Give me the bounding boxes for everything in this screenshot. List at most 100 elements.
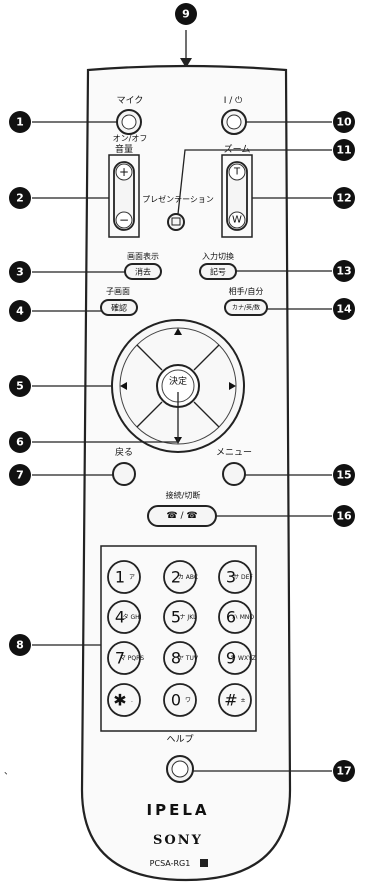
keypad-key-11[interactable] xyxy=(163,683,197,717)
volume-up-button[interactable] xyxy=(115,163,133,181)
callout-badge-12 xyxy=(333,187,355,209)
callout-badge-7 xyxy=(9,464,31,486)
keypad-key-12[interactable] xyxy=(218,683,252,717)
callout-badge-17 xyxy=(333,760,355,782)
volume-frame xyxy=(108,154,140,238)
callout-badge-11 xyxy=(333,139,355,161)
keypad-key-sublabel: ラ WXYZ xyxy=(230,655,256,662)
keypad-key-sublabel: ナ JKL xyxy=(180,614,198,621)
keypad-key-label: 7 xyxy=(115,649,125,668)
brand-text: IPELA xyxy=(147,801,210,819)
help-label: ヘルプ xyxy=(166,734,193,745)
callout-number: 3 xyxy=(16,266,24,279)
zoom-t-text: T xyxy=(233,167,241,178)
callout-badge-8 xyxy=(9,634,31,656)
zoom-rocker xyxy=(226,161,248,231)
callout-badge-13 xyxy=(333,260,355,282)
callout-badge-6 xyxy=(9,431,31,453)
power-button-inner xyxy=(226,114,242,130)
dpad-divider-br xyxy=(193,401,220,428)
minus-icon: − xyxy=(119,213,129,227)
callout-number: 2 xyxy=(16,192,24,205)
keypad-key-label: 4 xyxy=(115,608,125,627)
keypad-key-sublabel: ア xyxy=(129,574,135,581)
back-label: 戻る xyxy=(115,446,133,458)
callout-number: 13 xyxy=(336,265,351,278)
callout-number: 6 xyxy=(16,436,24,449)
volume-label: 音量 xyxy=(115,143,133,155)
menu-label: メニュー xyxy=(216,448,252,458)
keypad-key-5[interactable] xyxy=(163,600,197,634)
keypad-key-2[interactable] xyxy=(163,560,197,594)
keypad-key-4[interactable] xyxy=(107,600,141,634)
kana-button[interactable] xyxy=(224,299,268,316)
keypad-key-sublabel: マ PQRS xyxy=(120,655,144,662)
callout-number: 15 xyxy=(336,469,351,482)
presentation-button[interactable] xyxy=(167,213,185,231)
callout-badge-10 xyxy=(333,111,355,133)
keypad-key-sublabel: ± xyxy=(240,697,245,704)
keypad-key-sublabel: タ GHI xyxy=(123,613,142,621)
keypad-key-sublabel: . xyxy=(131,697,133,704)
erase-label: 消去 xyxy=(135,267,151,277)
zoom-wide-button[interactable] xyxy=(228,211,246,229)
keypad-key-label: 6 xyxy=(226,608,236,627)
keypad-key-sublabel: カ ABC xyxy=(178,574,198,581)
select-label: 確認 xyxy=(111,303,127,313)
connect-cut-label: 接続/切断 xyxy=(166,490,201,500)
ir-arrow-head xyxy=(180,58,192,68)
select-button[interactable] xyxy=(100,299,138,316)
other-self-label: 相手/自分 xyxy=(229,286,264,296)
keypad-key-9[interactable] xyxy=(218,641,252,675)
model-text: PCSA-RG1 xyxy=(150,859,191,868)
model-mark-icon xyxy=(200,859,208,867)
callout-number: 16 xyxy=(336,510,352,523)
power-label: I / ⏻ xyxy=(224,95,243,106)
keypad-key-sublabel: ワ xyxy=(185,697,191,704)
menu-button[interactable] xyxy=(222,462,246,486)
zoom-tele-button[interactable] xyxy=(228,163,246,181)
mic-label: マイク xyxy=(117,95,144,106)
keypad-key-3[interactable] xyxy=(218,560,252,594)
callout-number: 14 xyxy=(336,303,352,316)
keypad-key-label: 1 xyxy=(115,568,125,587)
keypad-key-label: ✱ xyxy=(113,691,126,710)
enter-label: 決定 xyxy=(169,375,187,387)
keypad-key-1[interactable] xyxy=(107,560,141,594)
callout-number: 12 xyxy=(336,192,351,205)
dpad-divider-bl xyxy=(136,401,163,428)
keypad-key-sublabel: サ DEF xyxy=(233,574,253,581)
callout-badge-4 xyxy=(9,300,31,322)
keypad-key-6[interactable] xyxy=(218,600,252,634)
presentation-label: プレゼンテーション xyxy=(142,194,214,204)
memory-label: 記号 xyxy=(210,267,226,277)
keypad-key-8[interactable] xyxy=(163,641,197,675)
mic-button-inner xyxy=(121,114,137,130)
keypad-key-label: 8 xyxy=(171,649,181,668)
keypad-key-label: 2 xyxy=(171,568,181,587)
sub-screen-label: 子画面 xyxy=(106,287,130,296)
zoom-frame xyxy=(221,154,253,238)
callout-badge-2 xyxy=(9,187,31,209)
left-arrow-icon[interactable] xyxy=(120,382,127,390)
callout-number: 9 xyxy=(182,8,190,21)
kana-label: カナ/英/数 xyxy=(232,304,260,312)
callout-badge-9 xyxy=(175,3,197,25)
dpad-divider-tr xyxy=(193,344,220,371)
keypad-key-10[interactable] xyxy=(107,683,141,717)
volume-down-button[interactable] xyxy=(115,211,133,229)
keypad-frame xyxy=(100,545,257,732)
right-arrow-icon[interactable] xyxy=(229,382,236,390)
callout-badge-1 xyxy=(9,111,31,133)
callout-line-11 xyxy=(177,149,332,215)
callout-badge-14 xyxy=(333,298,355,320)
zoom-w-text: W xyxy=(232,215,242,226)
keypad-key-sublabel: ヤ TUV xyxy=(178,655,199,662)
keypad-key-7[interactable] xyxy=(107,641,141,675)
volume-rocker xyxy=(113,161,135,231)
back-button[interactable] xyxy=(112,462,136,486)
up-arrow-icon[interactable] xyxy=(174,328,182,335)
